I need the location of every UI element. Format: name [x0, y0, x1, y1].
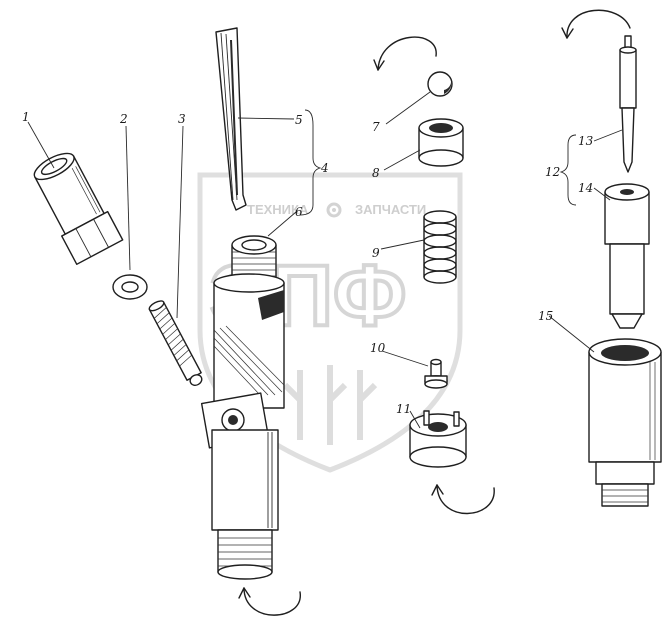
part-14-nozzle-body: [604, 183, 650, 329]
label-14: 14: [578, 181, 593, 195]
rotation-arrow-top-right-icon: [566, 9, 631, 39]
watermark-left-word: ТЕХНИКА: [247, 202, 309, 217]
label-4: 4: [320, 161, 329, 175]
part-15-cap-nut: [588, 338, 662, 507]
gear-icon: [326, 202, 342, 218]
leader-lines: [27, 91, 623, 429]
wheat-emblem-icon: [282, 365, 378, 445]
label-2: 2: [119, 112, 128, 126]
part-9-spring: [423, 210, 457, 284]
part-8-seat: [418, 118, 464, 167]
part-2-washer: [112, 274, 148, 300]
watermark-shield: [197, 172, 463, 473]
label-6: 6: [295, 205, 303, 219]
rotation-arrow-lower-icon: [436, 484, 495, 515]
part-13-needle: [619, 35, 637, 173]
label-11: 11: [396, 402, 411, 416]
injector-body: [200, 235, 285, 580]
part-7-ball: [427, 71, 453, 97]
part-1-nut: [33, 152, 124, 265]
part-5-rod: [215, 27, 247, 211]
label-13: 13: [578, 134, 594, 148]
label-8: 8: [372, 166, 380, 180]
label-15: 15: [538, 309, 553, 323]
label-9: 9: [372, 246, 380, 260]
label-7: 7: [372, 120, 380, 134]
label-12: 12: [545, 165, 560, 179]
part-10-valve: [424, 358, 448, 389]
label-1: 1: [22, 110, 30, 124]
label-3: 3: [178, 112, 186, 126]
part-labels: 1 2 3 4 5 6 7 8 9 10 11 12 13 14 15: [22, 110, 594, 416]
watermark-right-word: ЗАПЧАСТИ: [355, 202, 426, 217]
rotation-arrow-bottom-icon: [243, 587, 301, 616]
rotation-arrow-top-icon: [377, 36, 437, 71]
part-3-strainer: [148, 300, 203, 386]
label-10: 10: [370, 341, 386, 355]
rotation-arrows: [238, 9, 631, 616]
part-11-guide: [409, 410, 467, 468]
label-5: 5: [295, 113, 303, 127]
